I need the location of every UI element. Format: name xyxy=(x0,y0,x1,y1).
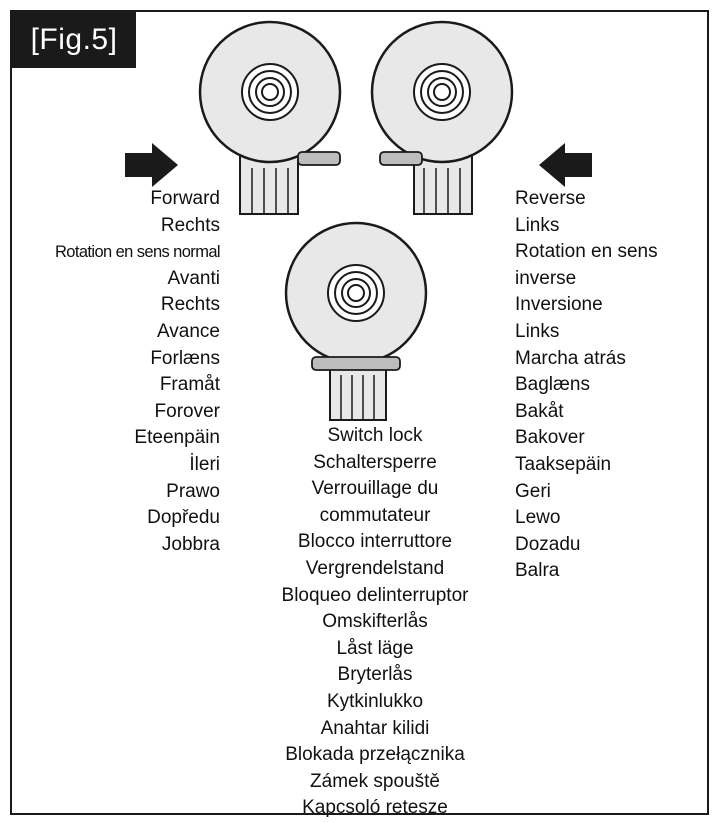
reverse-label: Baglæns xyxy=(515,374,590,396)
switch-button-pushed-left xyxy=(379,151,423,166)
switch-lock-label: Bloqueo delinterruptor xyxy=(281,584,469,606)
switch-lock-label: Zámek spouště xyxy=(310,770,440,792)
forward-label: Rechts xyxy=(160,294,220,316)
switch-lock-label: Kapcsoló retesze xyxy=(302,797,448,819)
reverse-label: Bakover xyxy=(515,427,585,449)
switch-lock-label: Låst läge xyxy=(336,637,414,659)
forward-label: Rotation en sens normal xyxy=(54,243,221,262)
forward-label: Rechts xyxy=(160,214,220,236)
reverse-labels: Reverse Links Rotation en sens inverse I… xyxy=(515,186,658,585)
reverse-label: inverse xyxy=(515,267,577,289)
forward-label: Avanti xyxy=(167,267,220,289)
arrow-right-icon xyxy=(125,143,178,187)
switch-lock-label: Switch lock xyxy=(327,425,423,446)
forward-label: Eteenpäin xyxy=(134,427,220,449)
switch-button-pushed-right xyxy=(297,151,341,166)
reverse-label: Links xyxy=(515,320,560,342)
reverse-label: Taaksepäin xyxy=(515,453,612,475)
forward-label: Forward xyxy=(150,188,220,209)
switch-lock-label: Kytkinlukko xyxy=(326,690,424,712)
forward-label: Jobbra xyxy=(161,533,220,555)
forward-label: Avance xyxy=(156,320,220,342)
forward-label: Dopředu xyxy=(147,507,220,529)
switch-button-centered xyxy=(311,356,401,371)
reverse-label: Bakåt xyxy=(515,400,564,422)
reverse-label: Links xyxy=(515,214,560,236)
tool-forward-position xyxy=(198,20,342,215)
switch-lock-label: commutateur xyxy=(319,504,431,526)
reverse-label: Rotation en sens xyxy=(515,241,658,263)
reverse-label: Geri xyxy=(515,480,551,502)
forward-label: Prawo xyxy=(166,480,220,502)
switch-lock-label: Vergrendelstand xyxy=(305,557,445,579)
reverse-label: Balra xyxy=(515,560,560,582)
tool-lock-position xyxy=(284,221,428,421)
reverse-label: Inversione xyxy=(515,294,603,316)
switch-lock-label: Blocco interruttore xyxy=(297,531,453,553)
switch-lock-label: Anahtar kilidi xyxy=(320,717,430,739)
forward-labels: Forward Rechts Rotation en sens normal A… xyxy=(10,186,221,558)
switch-lock-label: Omskifterlås xyxy=(322,611,428,633)
switch-lock-labels: Switch lock Schaltersperre Verrouillage … xyxy=(225,423,525,822)
switch-lock-label: Verrouillage du xyxy=(311,478,439,500)
switch-lock-label: Schaltersperre xyxy=(313,451,437,473)
switch-lock-label: Blokada przełącznika xyxy=(285,744,465,766)
arrow-left-icon xyxy=(539,143,592,187)
forward-label: İleri xyxy=(189,453,220,475)
figure-label: [Fig.5] xyxy=(12,12,136,68)
forward-label: Forlæns xyxy=(150,347,220,369)
tool-reverse-position xyxy=(370,20,514,215)
reverse-label: Lewo xyxy=(515,507,561,529)
forward-label: Forover xyxy=(154,400,220,422)
switch-lock-label: Bryterlås xyxy=(337,664,413,686)
forward-label: Framåt xyxy=(159,374,220,396)
reverse-label: Reverse xyxy=(515,188,586,209)
reverse-label: Marcha atrás xyxy=(515,347,626,369)
reverse-label: Dozadu xyxy=(515,533,581,555)
